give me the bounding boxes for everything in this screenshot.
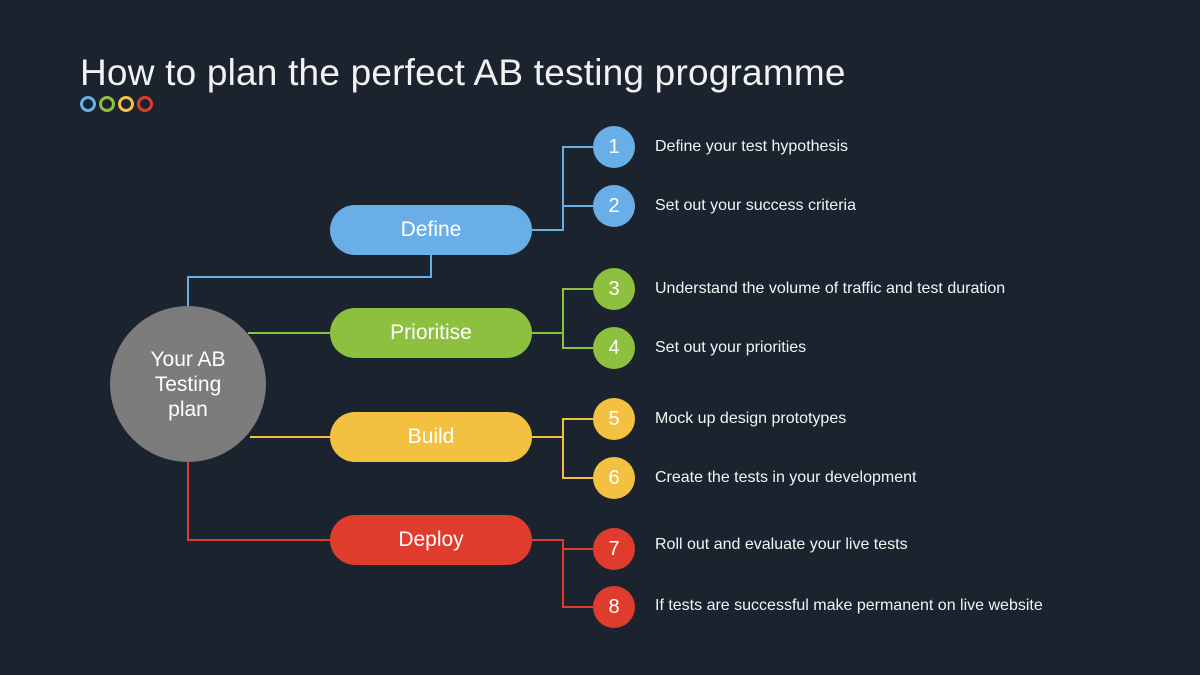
step-text: Understand the volume of traffic and tes… [655,280,1006,297]
branch-prioritise [532,288,593,334]
step-text: Create the tests in your development [655,469,917,486]
connector-deploy [187,462,330,541]
branch-deploy [532,539,593,608]
step-number: 7 [593,528,635,570]
step-number: 3 [593,268,635,310]
logo-ring-green-icon [99,96,115,112]
step-number: 4 [593,327,635,369]
branch-build-2 [562,437,593,479]
step-number: 8 [593,586,635,628]
step-text: Set out your success criteria [655,197,856,214]
branch-define [532,146,593,231]
step-number: 5 [593,398,635,440]
logo-ring-yellow-icon [118,96,134,112]
branch-build [532,418,593,438]
stage-deploy: Deploy [330,515,532,565]
step-number: 2 [593,185,635,227]
step-number: 1 [593,126,635,168]
logo-ring-red-icon [137,96,153,112]
step-text: Roll out and evaluate your live tests [655,536,908,553]
connector-define [187,255,432,306]
step-text: Set out your priorities [655,339,807,356]
step-text: Define your test hypothesis [655,138,848,155]
step-number: 6 [593,457,635,499]
step-text: Mock up design prototypes [655,410,847,427]
branch-prioritise-2 [562,333,593,349]
stage-define: Define [330,205,532,255]
hub-circle: Your AB Testing plan [110,306,266,462]
page-title: How to plan the perfect AB testing progr… [80,52,846,93]
logo [80,96,153,112]
stage-build: Build [330,412,532,462]
logo-ring-blue-icon [80,96,96,112]
stage-prioritise: Prioritise [330,308,532,358]
step-text: If tests are successful make permanent o… [655,597,1043,614]
